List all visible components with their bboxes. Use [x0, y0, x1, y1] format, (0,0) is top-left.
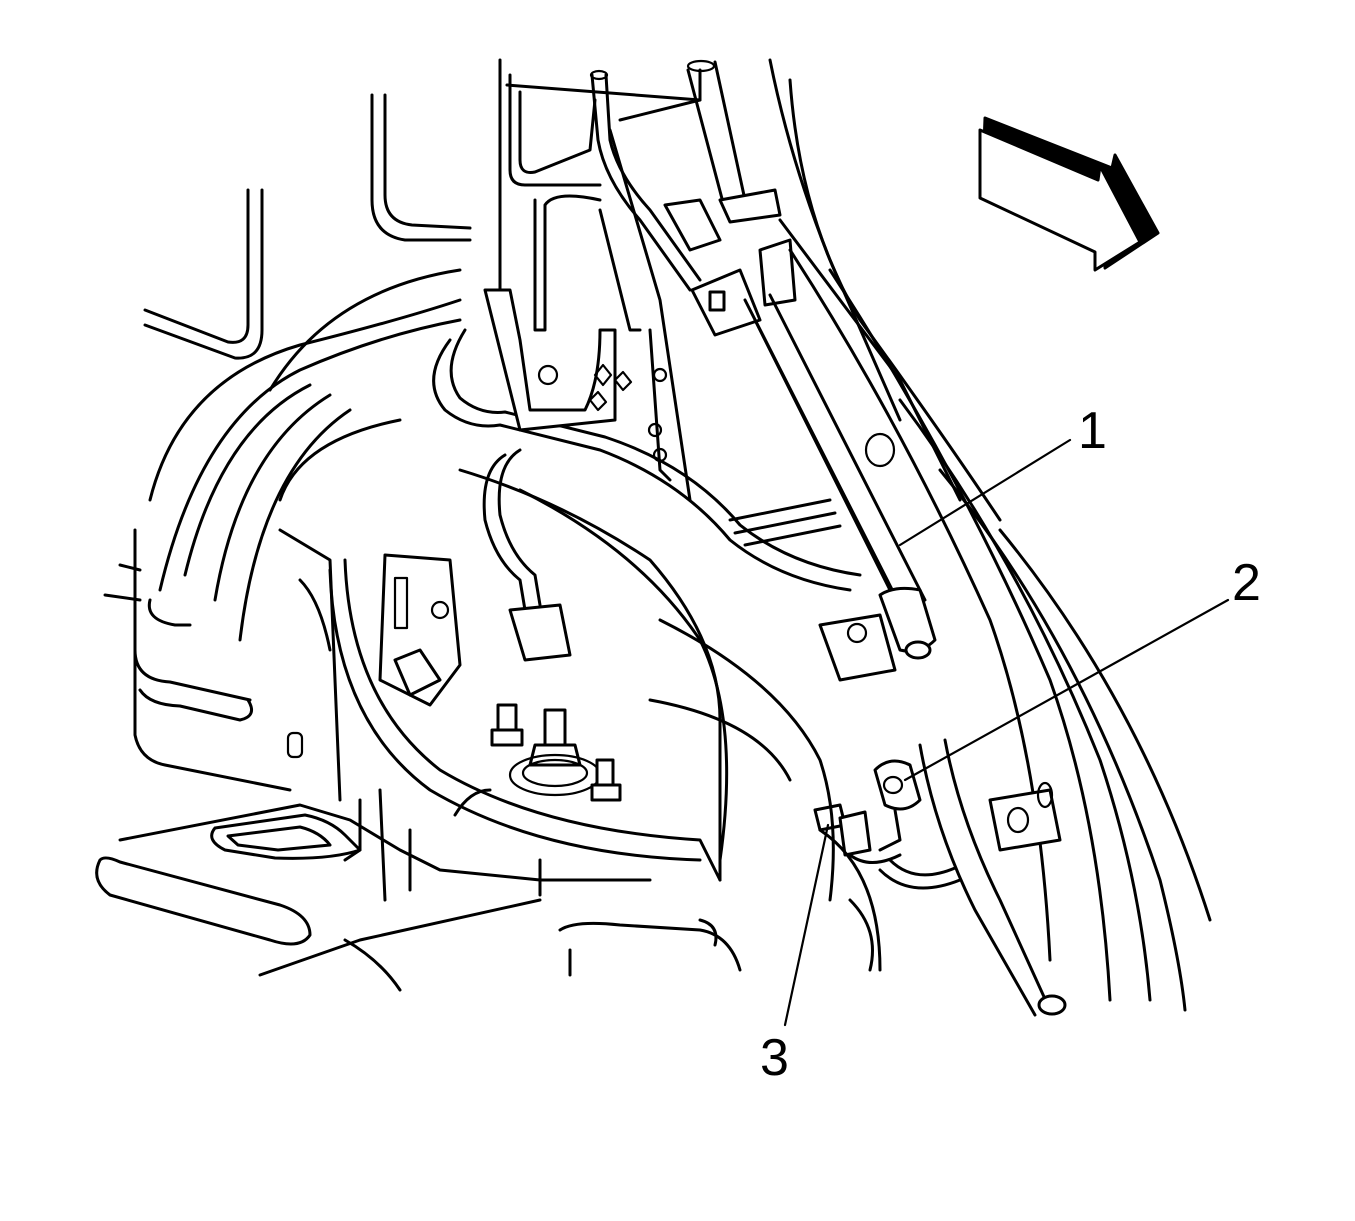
front-direction-arrow-icon: [978, 116, 1160, 272]
callout-2-leader: [903, 598, 1230, 782]
panel-outline-left-inner: [143, 188, 250, 344]
panel-outline-left: [143, 188, 264, 360]
component-1-rod: [743, 293, 937, 682]
right-bracket: [988, 781, 1062, 852]
callout-1-label: 1: [1078, 402, 1107, 460]
center-pillar: [498, 58, 702, 502]
lower-body-curves: [328, 468, 882, 977]
upper-left-panel: [143, 93, 472, 360]
panel-outline-upper-inner: [383, 93, 472, 230]
component-3-fastener: [813, 803, 902, 864]
callout-2-label: 2: [1232, 554, 1261, 612]
component-2-connector: [873, 759, 922, 852]
lower-bracket: [378, 553, 462, 707]
callout-1-leader: [898, 438, 1072, 547]
wiring-harness: [432, 328, 1067, 1017]
callout-leaders: [783, 438, 1230, 1027]
strut-tower: [103, 268, 462, 802]
studs: [490, 703, 622, 802]
callout-3-leader: [783, 823, 830, 1027]
upper-mount-bracket: [483, 288, 668, 463]
upper-bracket: [663, 188, 797, 337]
floor-panel: [95, 788, 652, 992]
callout-3-label: 3: [760, 1029, 789, 1087]
panel-outline-upper: [370, 93, 472, 242]
right-body-curves: [728, 78, 1212, 1012]
